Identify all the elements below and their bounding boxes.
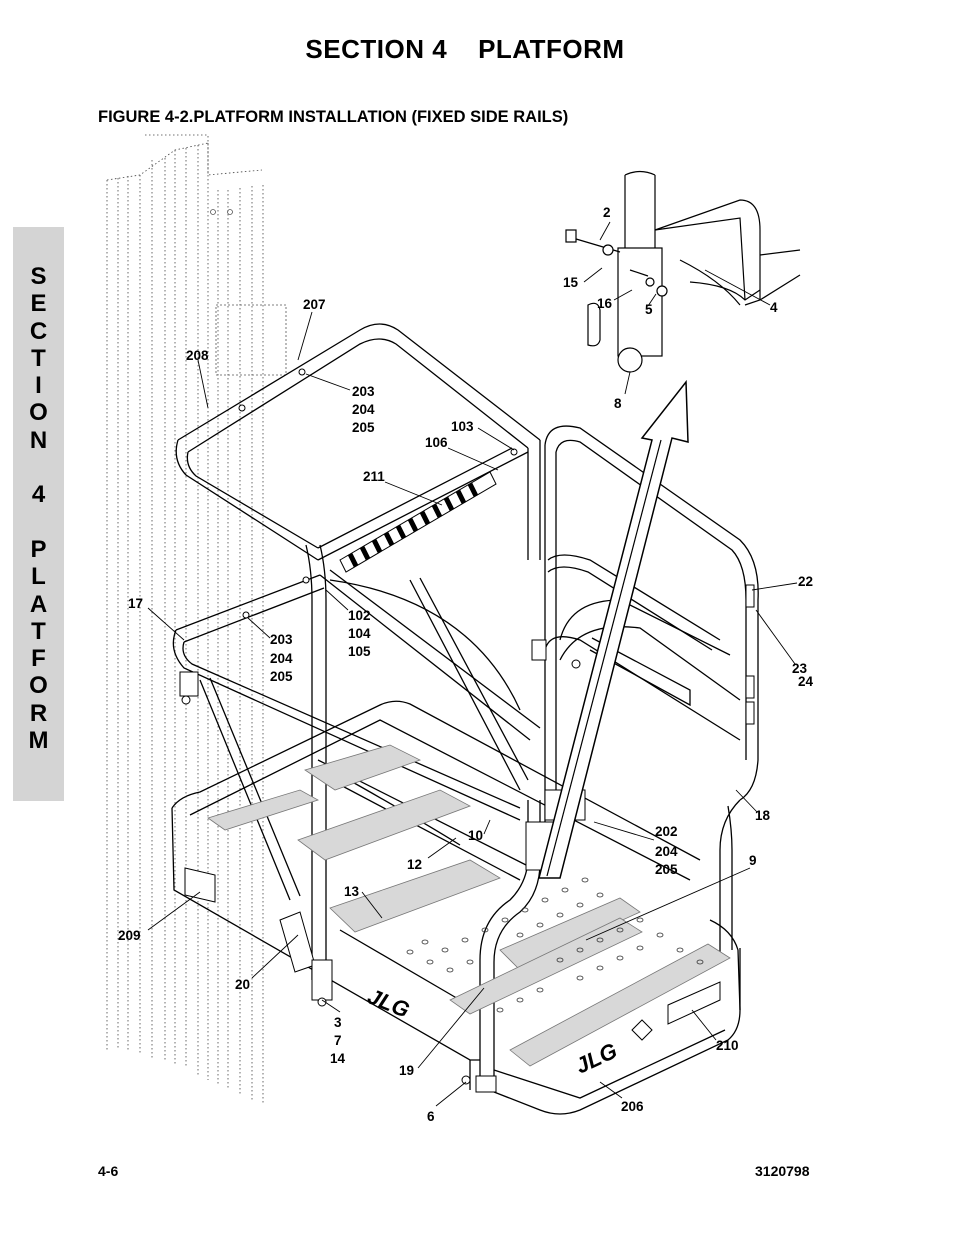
top-rail bbox=[175, 323, 541, 980]
side-tab-letter: I bbox=[35, 372, 42, 400]
callout-3: 3 bbox=[334, 1015, 342, 1030]
page-number: 4-6 bbox=[98, 1163, 119, 1179]
anti-slip-strips bbox=[207, 744, 731, 1067]
callout-7: 7 bbox=[334, 1033, 342, 1048]
callout-204: 204 bbox=[270, 651, 293, 666]
jlg-logo-text: JLG bbox=[364, 983, 413, 1022]
jlg-logo-front: JLG bbox=[572, 1038, 621, 1079]
callout-4: 4 bbox=[770, 300, 778, 315]
callout-leader-lines bbox=[147, 221, 798, 1107]
callout-209: 209 bbox=[118, 928, 141, 943]
callout-205: 205 bbox=[270, 669, 293, 684]
side-tab-letter: E bbox=[30, 290, 47, 318]
callout-9: 9 bbox=[749, 853, 757, 868]
callout-14: 14 bbox=[330, 1051, 346, 1066]
document-number: 3120798 bbox=[755, 1163, 810, 1179]
callout-206: 206 bbox=[621, 1099, 644, 1114]
callout-102: 102 bbox=[348, 608, 371, 623]
callout-12: 12 bbox=[407, 857, 422, 872]
callout-18: 18 bbox=[755, 808, 771, 823]
mid-rail bbox=[172, 569, 541, 901]
callout-204: 204 bbox=[655, 844, 678, 859]
side-tab-letter: M bbox=[28, 727, 49, 755]
page-title: SECTION 4 PLATFORM bbox=[305, 34, 625, 64]
mast-bracket bbox=[210, 209, 287, 376]
callout-15: 15 bbox=[563, 275, 579, 290]
side-tab-letter: C bbox=[29, 317, 48, 345]
section-side-tab: S E C T I O N 4 P L A T F O R M bbox=[13, 227, 64, 801]
detail-view-pin bbox=[565, 170, 801, 373]
side-tab-letter: O bbox=[29, 672, 48, 700]
side-tab-letter: O bbox=[29, 399, 48, 427]
callout-20: 20 bbox=[235, 977, 250, 992]
figure-title: FIGURE 4-2.PLATFORM INSTALLATION (FIXED … bbox=[98, 108, 569, 126]
side-tab-letter: N bbox=[29, 426, 48, 454]
callout-19: 19 bbox=[399, 1063, 414, 1078]
callout-5: 5 bbox=[645, 302, 653, 317]
callout-24: 24 bbox=[798, 674, 814, 689]
callout-207: 207 bbox=[303, 297, 326, 312]
hinge-clips bbox=[531, 584, 755, 725]
side-tab-letter: F bbox=[31, 645, 46, 673]
callout-13: 13 bbox=[344, 884, 360, 899]
detail-arrow bbox=[538, 379, 689, 879]
callout-210: 210 bbox=[716, 1038, 739, 1053]
callout-203: 203 bbox=[270, 632, 293, 647]
side-tab-letter: A bbox=[29, 590, 48, 618]
callout-106: 106 bbox=[425, 435, 448, 450]
callout-204: 204 bbox=[352, 402, 375, 417]
callout-104: 104 bbox=[348, 626, 371, 641]
side-tab-letter: L bbox=[31, 563, 46, 591]
callout-203: 203 bbox=[352, 384, 375, 399]
callout-205: 205 bbox=[655, 862, 678, 877]
callout-2: 2 bbox=[603, 205, 611, 220]
side-tab-letter: P bbox=[30, 535, 47, 563]
decal-plates bbox=[184, 867, 721, 1041]
callout-labels: 2 15 16 5 4 8 207 208 203 204 205 103 10… bbox=[118, 205, 814, 1124]
jlg-logo-text: JLG bbox=[572, 1038, 621, 1079]
callout-105: 105 bbox=[348, 644, 371, 659]
callout-22: 22 bbox=[798, 574, 813, 589]
callout-16: 16 bbox=[597, 296, 613, 311]
callout-205: 205 bbox=[352, 420, 375, 435]
side-tab-letter: 4 bbox=[31, 481, 46, 509]
floor-perforations bbox=[406, 877, 704, 1013]
callout-211: 211 bbox=[363, 469, 385, 484]
side-tab-letter: T bbox=[31, 617, 46, 645]
callout-208: 208 bbox=[186, 348, 209, 363]
side-tab-letters: S E C T I O N 4 P L A T F O R M bbox=[13, 263, 64, 754]
platform-floor bbox=[171, 700, 741, 1115]
warning-stripe-decal bbox=[339, 471, 497, 573]
side-tab-letter: S bbox=[30, 263, 47, 290]
jlg-logo-side: JLG bbox=[364, 983, 413, 1022]
side-tab-letter: R bbox=[29, 699, 48, 727]
callout-10: 10 bbox=[468, 828, 483, 843]
callout-17: 17 bbox=[128, 596, 143, 611]
callout-23: 23 bbox=[792, 661, 808, 676]
callout-8: 8 bbox=[614, 396, 622, 411]
side-tab-letter: T bbox=[31, 344, 46, 372]
callout-103: 103 bbox=[451, 419, 474, 434]
callout-202: 202 bbox=[655, 824, 678, 839]
callout-6: 6 bbox=[427, 1109, 435, 1124]
mast-column bbox=[106, 134, 264, 1105]
